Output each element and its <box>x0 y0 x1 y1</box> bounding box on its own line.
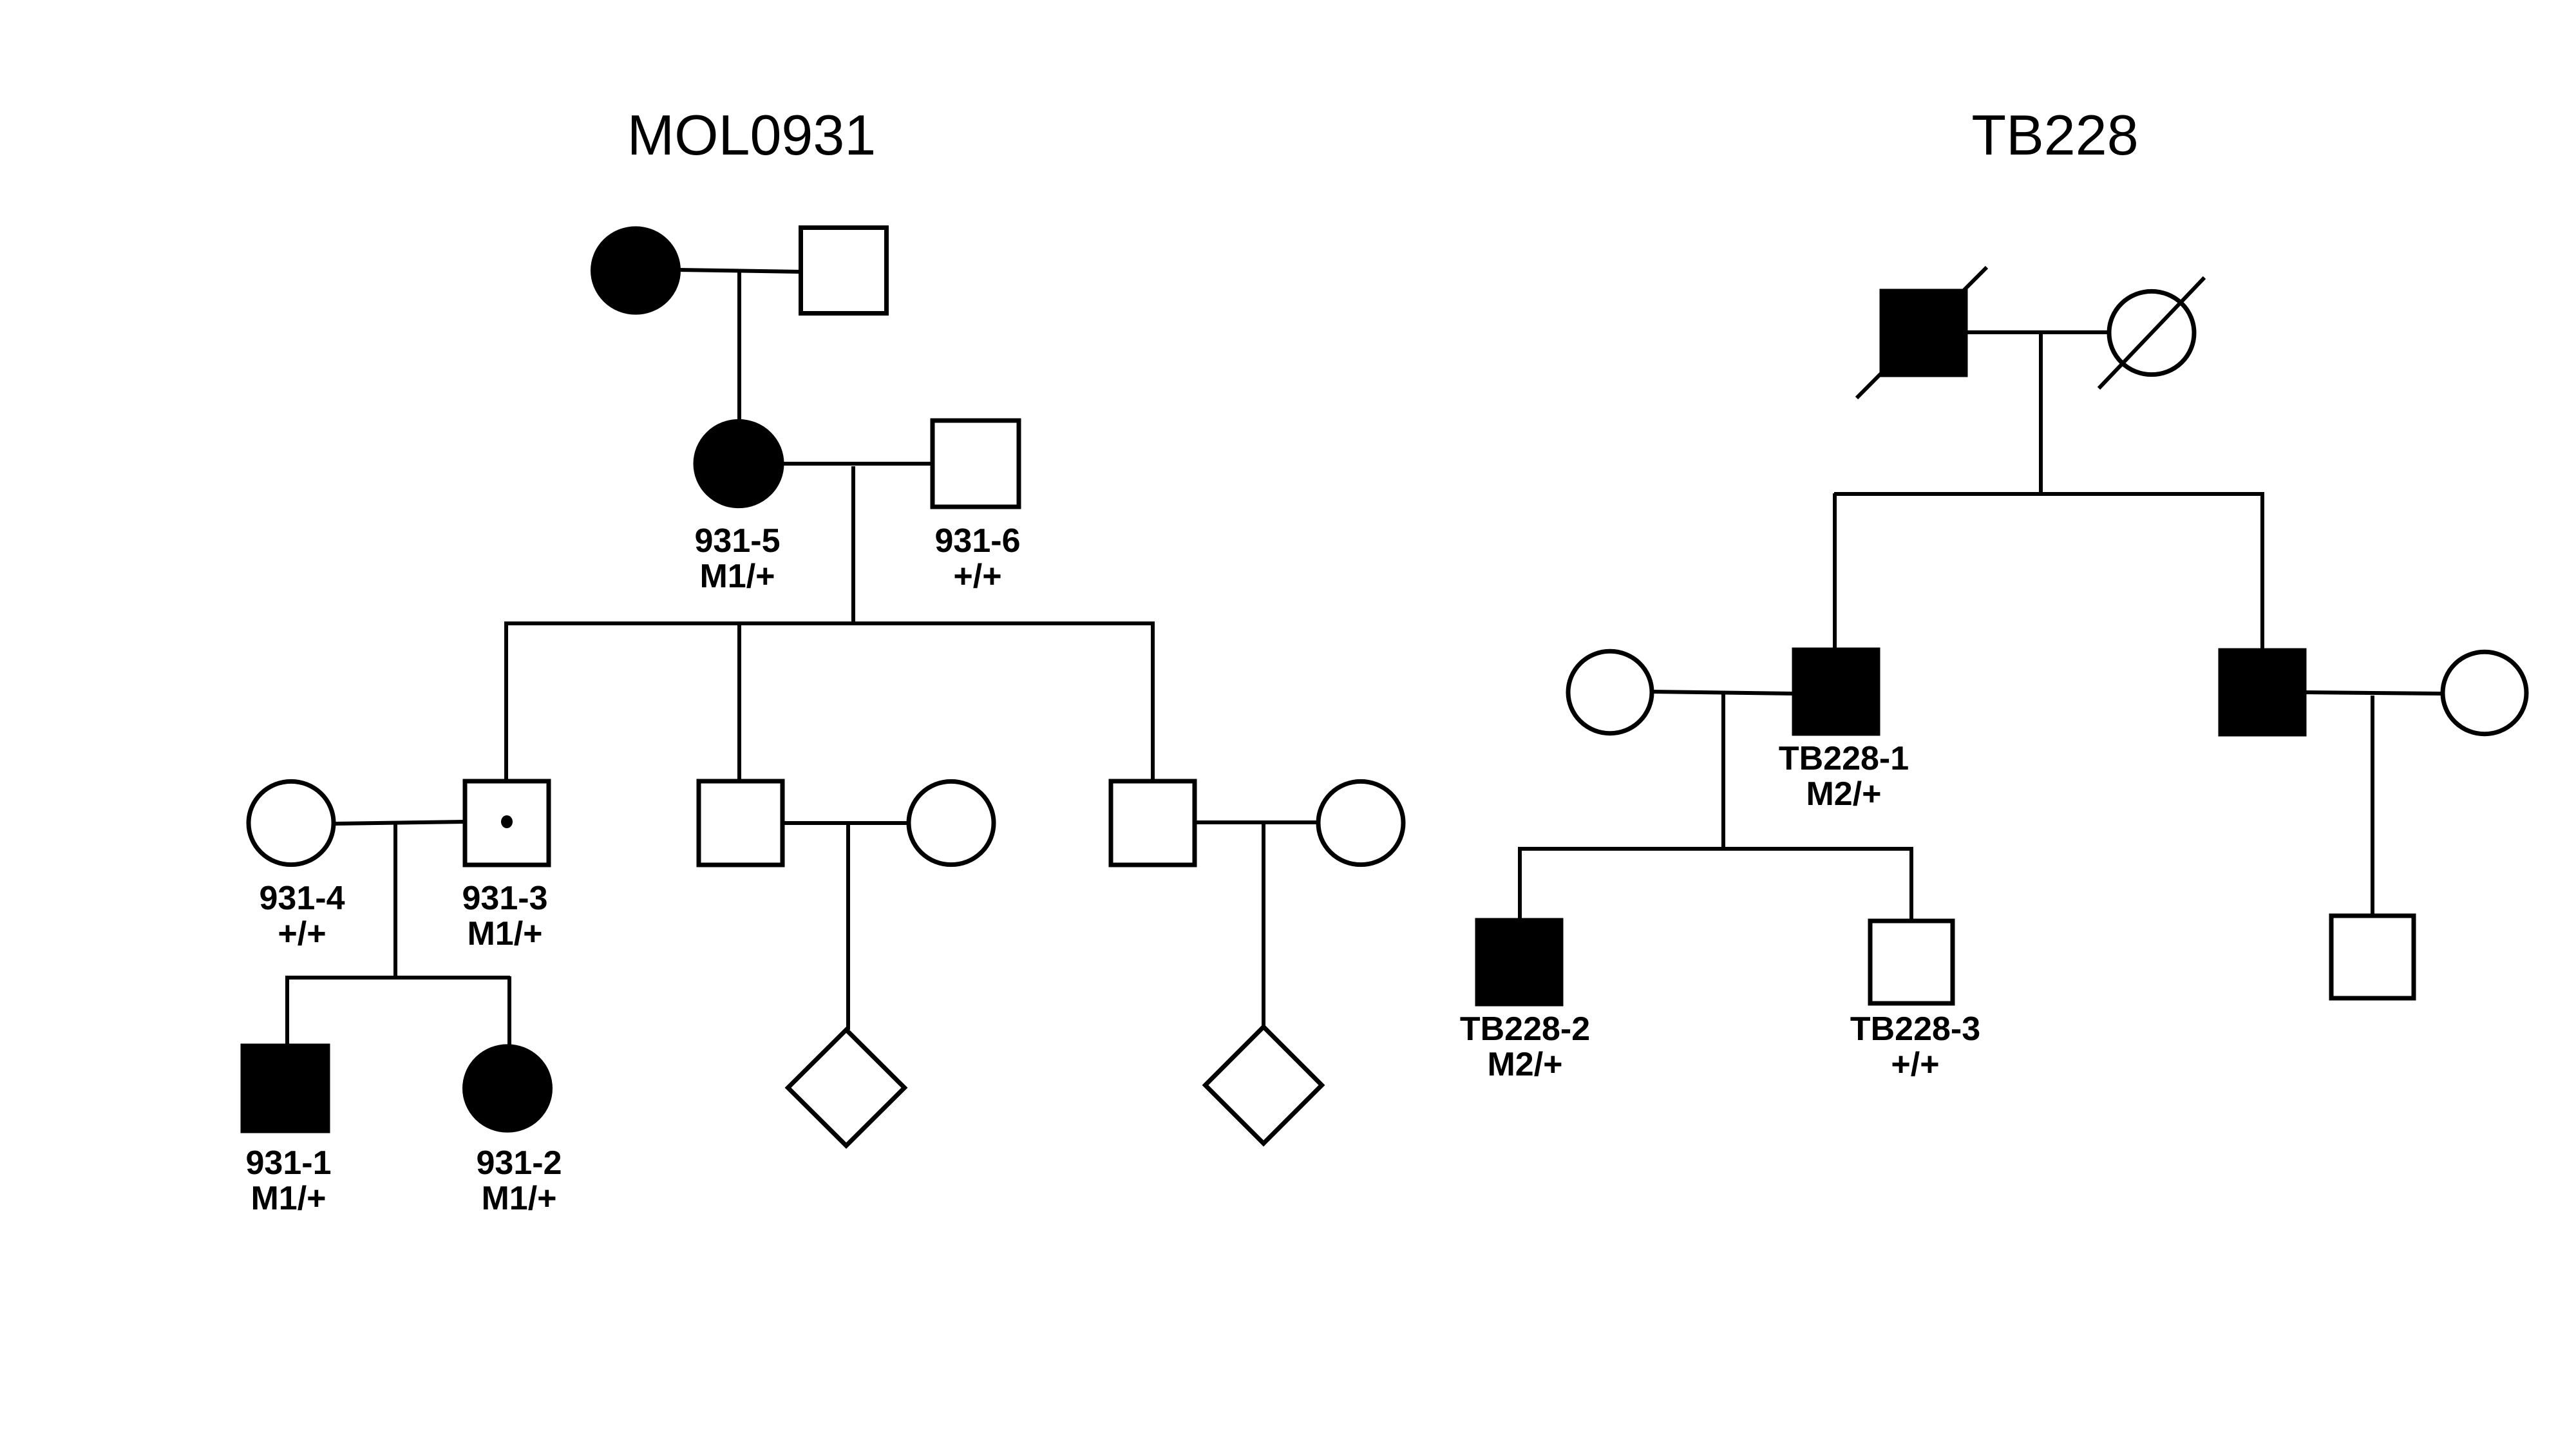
individual-931-1 <box>240 1043 330 1133</box>
individual-id-label: TB228-1 <box>1779 740 1909 777</box>
unknown-sex-diamond-symbol <box>1202 1023 1325 1147</box>
pedigree-symbols <box>240 225 2529 1149</box>
individual-931-3 <box>462 779 551 867</box>
t-son2-mate-line <box>2304 690 2443 696</box>
individual-t-son-2 <box>2218 648 2307 737</box>
individual-m-son-2-wife <box>906 779 996 867</box>
individual-931-5 <box>693 419 784 509</box>
individual-id-label: 931-3 <box>462 880 548 917</box>
genotype-label: M1/+ <box>467 915 542 952</box>
m-931-3-mate-line <box>333 820 466 826</box>
individual-931-6 <box>930 418 1021 509</box>
individual-TB228-3 <box>1868 918 1955 1006</box>
carrier-dot-icon <box>501 815 513 828</box>
male-square-symbol <box>696 779 785 867</box>
male-square-symbol <box>930 418 1021 509</box>
female-circle-symbol <box>462 1044 553 1133</box>
individual-id-label: 931-6 <box>935 522 1021 560</box>
individual-931-4 <box>246 779 336 867</box>
pedigree-labels: 931-5M1/+931-6+/+931-4+/+931-3M1/+931-1M… <box>246 522 1981 1217</box>
individual-id-label: 931-4 <box>260 880 345 917</box>
individual-m-son-2 <box>696 779 785 867</box>
female-circle-symbol <box>246 779 336 867</box>
genotype-label: +/+ <box>1891 1046 1939 1083</box>
individual-m-gf-2 <box>799 225 889 316</box>
male-square-symbol <box>2329 913 2416 1001</box>
individual-t-wife-2 <box>2440 649 2529 737</box>
genotype-label: +/+ <box>278 915 326 952</box>
individual-id-label: 931-2 <box>477 1144 562 1182</box>
individual-931-2 <box>462 1044 553 1133</box>
male-square-symbol <box>1108 779 1197 867</box>
male-square-symbol <box>1868 918 1955 1006</box>
individual-id-label: 931-1 <box>246 1144 332 1182</box>
female-circle-symbol <box>693 419 784 509</box>
individual-id-label: 931-5 <box>695 522 781 560</box>
individual-t-gm <box>2097 276 2206 390</box>
genotype-label: M2/+ <box>1487 1046 1562 1083</box>
individual-t-wife-1 <box>1566 649 1654 736</box>
male-square-symbol <box>1475 918 1564 1007</box>
female-circle-symbol <box>1566 649 1654 736</box>
pedigree-title-tb228: TB228 <box>1971 103 2138 167</box>
individual-m-son-3-wife <box>1316 779 1406 867</box>
pedigree-lines <box>285 268 2443 1046</box>
female-circle-symbol <box>2440 649 2529 737</box>
individual-m-child-a <box>784 1027 908 1149</box>
female-circle-symbol <box>591 226 681 315</box>
deceased-slash-icon <box>1855 265 1989 400</box>
individual-t-gf <box>1855 265 1989 400</box>
female-circle-symbol <box>1316 779 1406 867</box>
individual-m-gf-1 <box>591 226 681 315</box>
male-square-symbol <box>1792 647 1880 736</box>
individual-TB228-2 <box>1475 918 1564 1007</box>
female-circle-symbol <box>906 779 996 867</box>
male-square-symbol <box>799 225 889 316</box>
genotype-label: M1/+ <box>251 1180 326 1217</box>
pedigree-title-mol0931: MOL0931 <box>627 103 876 167</box>
individual-m-son-3 <box>1108 779 1197 867</box>
genotype-label: M2/+ <box>1806 775 1881 813</box>
male-square-symbol <box>240 1043 330 1133</box>
male-square-symbol <box>2218 648 2307 737</box>
genotype-label: M1/+ <box>481 1180 556 1217</box>
individual-TB228-1 <box>1792 647 1880 736</box>
individual-id-label: TB228-2 <box>1460 1010 1590 1048</box>
individual-t-grandson <box>2329 913 2416 1001</box>
individual-m-child-b <box>1202 1023 1325 1147</box>
genotype-label: M1/+ <box>699 558 775 595</box>
genotype-label: +/+ <box>953 558 1001 595</box>
m-gf-mate-line <box>677 268 802 274</box>
deceased-slash-icon <box>2097 276 2206 390</box>
unknown-sex-diamond-symbol <box>784 1027 908 1149</box>
individual-id-label: TB228-3 <box>1850 1010 1980 1048</box>
